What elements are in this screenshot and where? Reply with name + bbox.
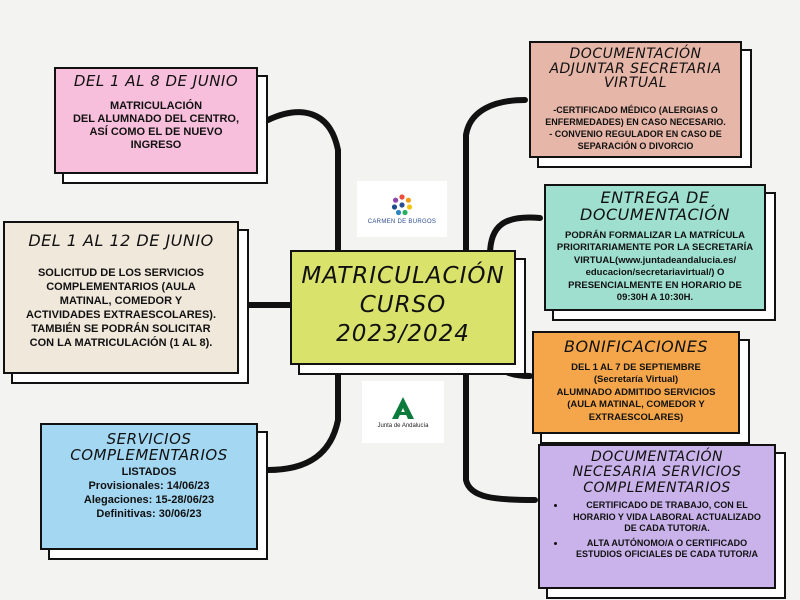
body-line: Definitivas: 30/06/23 (96, 507, 202, 520)
body-line: ALUMNADO ADMITIDO SERVICIOS (556, 386, 716, 398)
title-line: SERVICIOS (106, 430, 192, 448)
card-matriculacion-title: DEL 1 AL 8 DE JUNIO (73, 72, 239, 90)
title-line: DOCUMENTACIÓN (580, 204, 730, 224)
body-line: INGRESO (130, 138, 182, 151)
body-line: COMPLEMENTARIOS (AULA (46, 280, 196, 293)
body-line: DEL ALUMNADO DEL CENTRO, (72, 112, 240, 125)
card-documentacion-servicios-title: DOCUMENTACIÓN NECESARIA SERVICIOS COMPLE… (540, 449, 774, 496)
body-line: (Secretaría Virtual) (593, 374, 679, 386)
card-bonificaciones: BONIFICACIONES DEL 1 AL 7 DE SEPTIEMBRE … (532, 331, 740, 434)
central-topic-title: MATRICULACIÓN CURSO 2023/2024 (292, 262, 514, 349)
connector-right-upper (487, 214, 543, 258)
body-line: PRIORITARIAMENTE POR LA SECRETARÍA (556, 242, 754, 254)
body-line: MATINAL, COMEDOR Y (59, 294, 183, 307)
body-line: SEPARACIÓN O DIVORCIO (577, 141, 694, 152)
connector-right-top (463, 97, 528, 258)
title-line: COMPLEMENTARIOS (70, 445, 228, 464)
title-line: ENTREGA DE (600, 188, 710, 207)
body-line: MATRICULACIÓN (109, 99, 203, 112)
body-line: PODRÁN FORMALIZAR LA MATRÍCULA (565, 229, 745, 241)
body-line: SOLICITUD DE LOS SERVICIOS (37, 266, 205, 279)
body-line: TAMBIÉN SE PODRÁN SOLICITAR (31, 322, 211, 335)
card-entrega-title: ENTREGA DE DOCUMENTACIÓN (546, 188, 764, 224)
body-line: LISTADOS (121, 465, 177, 478)
title-line: COMPLEMENTARIOS (583, 479, 731, 496)
body-line: educacion/secretariavirtual/) O (585, 267, 725, 279)
title-line: ADJUNTAR SECRETARIA (549, 60, 722, 77)
card-documentacion-servicios: DOCUMENTACIÓN NECESARIA SERVICIOS COMPLE… (538, 444, 776, 589)
card-matriculacion-body: MATRICULACIÓN DEL ALUMNADO DEL CENTRO, A… (56, 100, 256, 152)
card-documentacion-virtual-body: -CERTIFICADO MÉDICO (ALERGIAS O ENFERMED… (531, 104, 740, 152)
card-servicios-solicitud-body: SOLICITUD DE LOS SERVICIOS COMPLEMENTARI… (5, 266, 237, 350)
card-bonificaciones-body: DEL 1 AL 7 DE SEPTIEMBRE (Secretaría Vir… (534, 362, 738, 425)
junta-a-icon (392, 397, 414, 419)
card-matriculacion: DEL 1 AL 8 DE JUNIO MATRICULACIÓN DEL AL… (54, 67, 258, 174)
title-line: MATRICULACIÓN (301, 263, 505, 289)
body-line: CON LA MATRICULACIÓN (1 AL 8). (29, 336, 213, 349)
title-line: 2023/2024 (336, 321, 470, 347)
junta-logo-name: Junta de Andalucía (377, 423, 429, 429)
card-listados: SERVICIOS COMPLEMENTARIOS LISTADOS Provi… (40, 423, 258, 550)
list-item: CERTIFICADO DE TRABAJO, CON EL HORARIO Y… (566, 500, 768, 535)
card-documentacion-virtual: DOCUMENTACIÓN ADJUNTAR SECRETARIA VIRTUA… (529, 41, 742, 158)
connector-left-top (265, 109, 341, 258)
body-line: ENFERMEDADES) EN CASO NECESARIO. (545, 117, 726, 128)
body-line: 09:30H A 10:30H. (616, 292, 694, 304)
card-bonificaciones-title: BONIFICACIONES (563, 337, 708, 356)
title-line: CURSO (359, 292, 447, 318)
body-line: PRESENCIALMENTE EN HORARIO DE (568, 279, 742, 291)
body-line: - CONVENIO REGULADOR EN CASO DE (549, 129, 722, 140)
card-documentacion-servicios-body: CERTIFICADO DE TRABAJO, CON EL HORARIO Y… (540, 500, 774, 561)
title-line: VIRTUAL (603, 75, 668, 92)
junta-logo: Junta de Andalucía (362, 381, 444, 443)
body-line: ACTIVIDADES EXTRAESCOLARES). (25, 308, 217, 321)
card-listados-title: SERVICIOS COMPLEMENTARIOS (42, 430, 256, 464)
title-line: DOCUMENTACIÓN (569, 46, 702, 62)
school-logo: CARMEN DE BURGOS (357, 181, 447, 237)
body-line: DEL 1 AL 7 DE SEPTIEMBRE (571, 361, 701, 373)
body-line: -CERTIFICADO MÉDICO (ALERGIAS O (553, 105, 718, 116)
card-servicios-solicitud: DEL 1 AL 12 DE JUNIO SOLICITUD DE LOS SE… (3, 221, 239, 374)
body-line: VIRTUAL(www.juntadeandalucia.es/ (573, 254, 737, 266)
body-line: Provisionales: 14/06/23 (88, 479, 210, 492)
card-entrega-body: PODRÁN FORMALIZAR LA MATRÍCULA PRIORITAR… (546, 230, 764, 305)
body-line: ASÍ COMO EL DE NUEVO (89, 125, 223, 138)
list-item: ALTA AUTÓNOMO/A O CERTIFICADO ESTUDIOS O… (566, 538, 768, 561)
central-topic: MATRICULACIÓN CURSO 2023/2024 (290, 250, 516, 365)
body-line: EXTRAESCOLARES) (588, 411, 684, 423)
flower-dots-icon (391, 194, 413, 216)
body-line: (AULA MATINAL, COMEDOR Y (567, 399, 705, 411)
documentacion-servicios-list: CERTIFICADO DE TRABAJO, CON EL HORARIO Y… (540, 500, 774, 561)
card-documentacion-virtual-title: DOCUMENTACIÓN ADJUNTAR SECRETARIA VIRTUA… (531, 47, 740, 91)
connector-right-bottom (463, 369, 538, 503)
card-listados-body: LISTADOS Provisionales: 14/06/23 Alegaci… (42, 465, 256, 521)
connector-right-lower (497, 362, 533, 379)
school-logo-name: CARMEN DE BURGOS (367, 219, 437, 225)
card-servicios-solicitud-title: DEL 1 AL 12 DE JUNIO (28, 231, 214, 250)
connector-left-bottom (265, 369, 341, 473)
card-entrega: ENTREGA DE DOCUMENTACIÓN PODRÁN FORMALIZ… (544, 184, 766, 311)
title-line: NECESARIA SERVICIOS (572, 464, 742, 481)
title-line: DOCUMENTACIÓN (591, 449, 723, 465)
body-line: Alegaciones: 15-28/06/23 (83, 493, 215, 506)
